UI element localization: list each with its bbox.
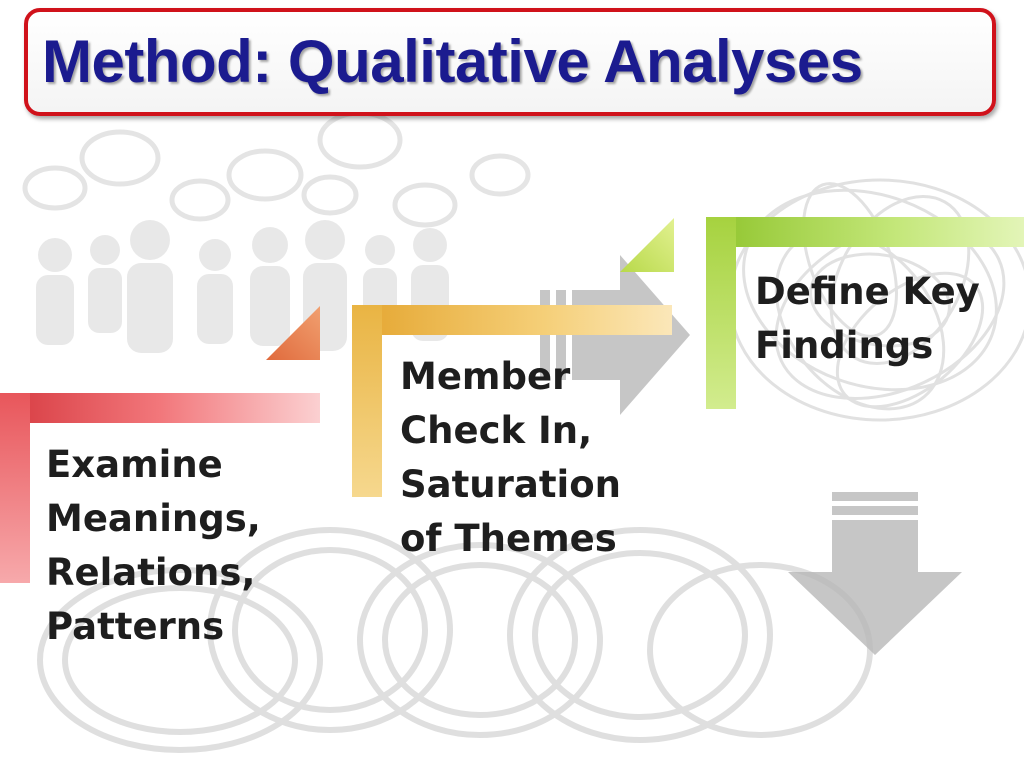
step2-line: Check In, <box>400 409 593 452</box>
down-arrow-icon <box>788 492 962 655</box>
step1-line: Meanings, <box>46 497 261 540</box>
step1-line: Patterns <box>46 605 225 648</box>
step2-line: Saturation <box>400 463 621 506</box>
coiled-cables-image <box>37 527 873 753</box>
step1-shape <box>0 306 320 583</box>
step1-text: Examine Meanings, Relations, Patterns <box>46 438 261 654</box>
step1-line: Examine <box>46 443 223 486</box>
step3-line: Define Key <box>755 270 980 313</box>
step3-text: Define Key Findings <box>755 265 980 373</box>
page-title: Method: Qualitative Analyses <box>42 28 863 95</box>
step3-line: Findings <box>755 324 934 367</box>
step2-text: Member Check In, Saturation of Themes <box>400 350 621 566</box>
step2-line: of Themes <box>400 517 617 560</box>
step2-line: Member <box>400 355 571 398</box>
title-box: Method: Qualitative Analyses <box>24 8 996 116</box>
step3-shape <box>706 217 1024 409</box>
step1-line: Relations, <box>46 551 256 594</box>
step2-shape <box>352 218 674 497</box>
